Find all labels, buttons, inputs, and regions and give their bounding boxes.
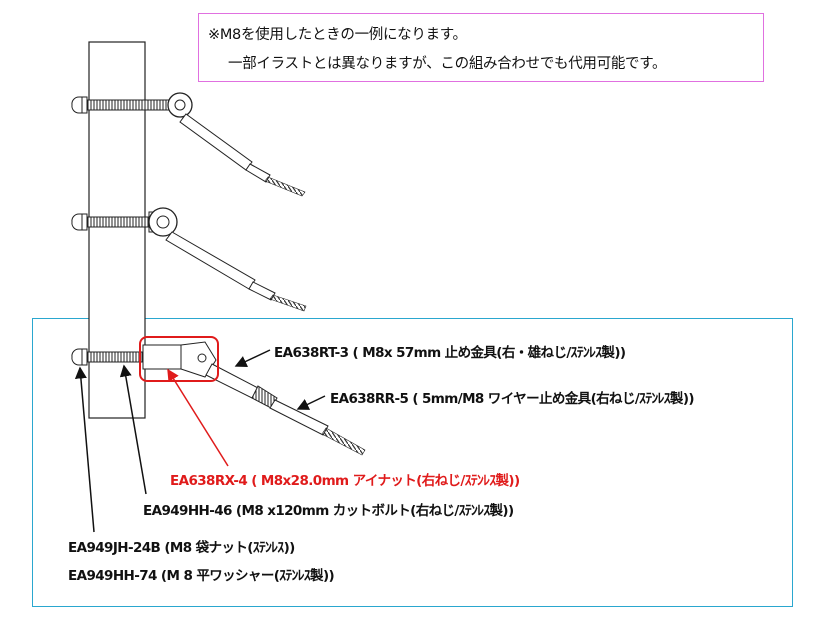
- label-ea949hh-46: EA949HH-46 (M8 x120mm カットボルト(右ねじ/ｽﾃﾝﾚｽ製)…: [143, 503, 514, 519]
- note-line-1: ※M8を使用したときの一例になります。: [208, 27, 467, 43]
- note-line-2: 一部イラストとは異なりますが、この組み合わせでも代用可能です。: [228, 56, 667, 72]
- arrow-rr5: [296, 395, 326, 410]
- arrow-rt3: [234, 349, 271, 367]
- arrow-hh46: [119, 364, 147, 495]
- detail-frame: [32, 318, 793, 607]
- arrow-rx4: [167, 368, 229, 467]
- eye-nut-highlight: [139, 336, 219, 382]
- arrow-jh24b: [74, 366, 95, 533]
- note-box: ※M8を使用したときの一例になります。 一部イラストとは異なりますが、この組み合…: [198, 13, 764, 82]
- label-ea638rx-4: EA638RX-4 ( M8x28.0mm アイナット(右ねじ/ｽﾃﾝﾚｽ製)): [170, 473, 520, 489]
- fitting-bottom: [71, 336, 366, 456]
- label-ea638rt-3: EA638RT-3 ( M8x 57mm 止め金具(右・雄ねじ/ｽﾃﾝﾚｽ製)): [274, 345, 626, 361]
- fitting-middle: [71, 207, 307, 312]
- fitting-top: [71, 92, 306, 197]
- label-ea949hh-74: EA949HH-74 (M 8 平ワッシャー(ｽﾃﾝﾚｽ製)): [68, 568, 335, 584]
- label-ea949jh-24b: EA949JH-24B (M8 袋ナット(ｽﾃﾝﾚｽ)): [68, 540, 295, 556]
- label-ea638rr-5: EA638RR-5 ( 5mm/M8 ワイヤー止め金具(右ねじ/ｽﾃﾝﾚｽ製)): [330, 391, 695, 407]
